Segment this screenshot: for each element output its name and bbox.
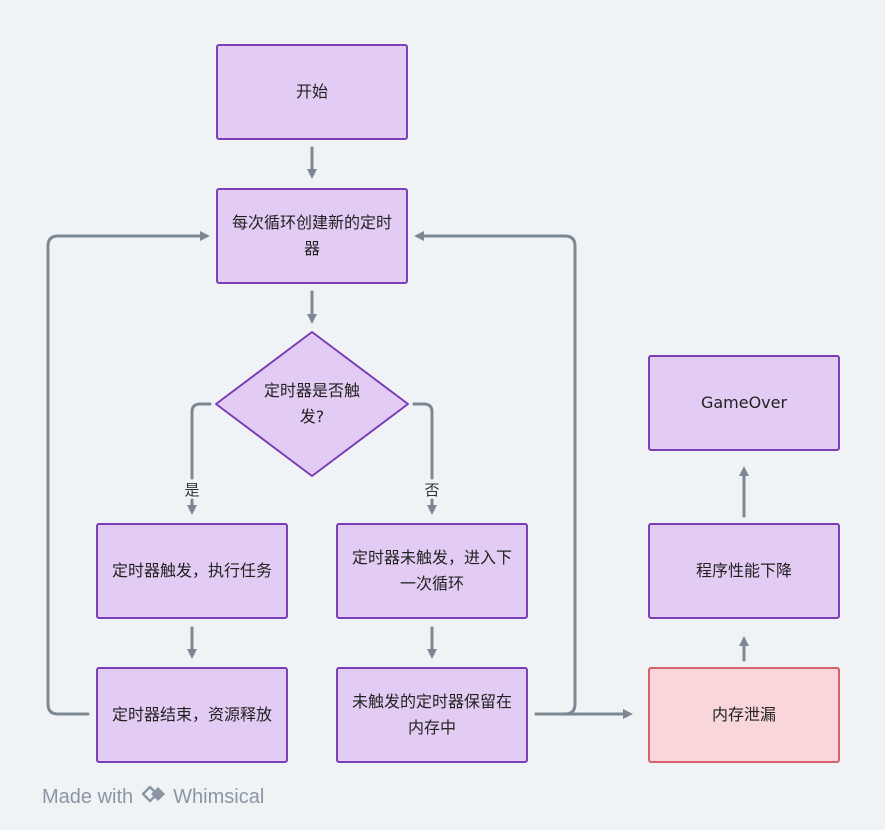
edge-ended-loop-back (46, 231, 210, 716)
node-performance-drop: 程序性能下降 (648, 523, 840, 619)
watermark-prefix: Made with (42, 785, 134, 808)
edge-retained-loop-back (414, 231, 577, 716)
node-timer-fired: 定时器触发，执行任务 (96, 523, 288, 619)
edge-label-yes: 是 (184, 481, 200, 499)
node-create-timer: 每次循环创建新的定时器 (216, 188, 408, 284)
node-start: 开始 (216, 44, 408, 140)
decision-label: 定时器是否触发? (263, 381, 360, 426)
edge-decision-to-not-fired (412, 402, 434, 480)
watermark-brand: Whimsical (173, 785, 265, 808)
made-with-whimsical[interactable]: Made with Whimsical (42, 785, 264, 809)
node-timer-ended: 定时器结束，资源释放 (96, 667, 288, 763)
edge-label-no: 否 (424, 481, 440, 499)
decision-diamond (215, 331, 409, 477)
node-memory-leak: 内存泄漏 (648, 667, 840, 763)
node-timer-not-fired: 定时器未触发，进入下一次循环 (336, 523, 528, 619)
edge-decision-to-fired (190, 402, 212, 480)
whimsical-logo-icon (141, 785, 167, 809)
node-timer-retained: 未触发的定时器保留在内存中 (336, 667, 528, 763)
node-game-over: GameOver (648, 355, 840, 451)
